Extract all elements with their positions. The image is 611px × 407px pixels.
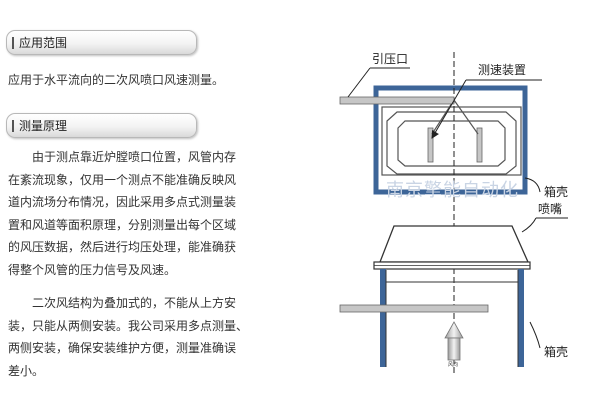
leader-pressure-port <box>347 67 371 98</box>
text-line: 置和风道等面积原理，分别测量出每个区域 <box>8 217 237 232</box>
text-line: 差小。 <box>8 363 45 378</box>
text-line: 道内流场分布情况，因此采用多点式测量装 <box>8 195 237 209</box>
principle-paragraph-2: 二次风结构为叠加式的，不能从上方安 装，只能从两侧安装。我公司采用多点测量、 两… <box>8 292 248 382</box>
text-line: 的风压数据，然后进行均压处理，能准确获 <box>8 240 237 254</box>
watermark: 南京擎能自动化 <box>386 180 519 201</box>
impulse-tube-left <box>431 99 455 135</box>
bottom-housing-left-wall <box>380 269 386 367</box>
label-housing-top: 箱壳 <box>544 184 568 199</box>
label-measuring-device: 测速装置 <box>478 63 526 77</box>
header-accent-bar <box>12 120 14 132</box>
probe-rod-left <box>427 127 434 163</box>
text-line: 装，只能从两侧安装。我公司采用多点测量、 <box>8 318 249 333</box>
impulse-tube-right <box>453 99 479 135</box>
leader-housing-bottom <box>529 321 541 349</box>
text-line: 由于测点靠近炉膛喷口位置，风管内存 <box>8 150 237 164</box>
text-line: 应用于水平流向的二次风喷口风速测量。 <box>8 73 225 87</box>
principle-paragraph-1: 由于测点靠近炉膛喷口位置，风管内存 在紊流现象，仅用一个测点不能准确反映风 道内… <box>8 146 236 281</box>
bottom-housing-right-wall <box>518 269 524 367</box>
section-title: 应用范围 <box>19 36 68 50</box>
label-housing-bottom: 箱壳 <box>544 344 568 359</box>
probe-rod-right <box>476 127 483 163</box>
text-line: 在紊流现象，仅用一个测点不能准确反映风 <box>8 172 237 187</box>
label-pressure-port: 引压口 <box>372 52 408 66</box>
nozzle-trapezoid <box>379 225 530 263</box>
text-line: 两侧安装，确保安装维护方便，测量准确误 <box>8 341 237 355</box>
pressure-pipe-side <box>339 304 489 313</box>
flow-arrow-head <box>444 321 464 339</box>
label-nozzle: 喷嘴 <box>538 202 562 216</box>
leader-housing-top <box>524 177 541 193</box>
flow-arrow-shaft <box>447 337 461 361</box>
text-line: 二次风结构为叠加式的，不能从上方安 <box>8 296 237 310</box>
application-paragraph: 应用于水平流向的二次风喷口风速测量。 <box>8 69 224 92</box>
installation-diagram: 南京擎能自动化 引压口 测速装置 箱壳 喷嘴 箱壳 风向 <box>339 52 568 374</box>
pressure-pipe-top <box>339 96 455 105</box>
leader-nozzle <box>521 217 537 233</box>
section-title: 测量原理 <box>19 119 68 133</box>
label-flow-direction: 风向 <box>448 361 458 368</box>
section-header-principle: 测量原理 <box>6 113 197 138</box>
header-accent-bar <box>12 37 14 49</box>
section-header-application: 应用范围 <box>6 30 197 55</box>
top-housing-box <box>373 85 528 195</box>
text-line: 得整个风管的压力信号及风速。 <box>8 262 177 277</box>
nozzle-inner-frame <box>397 120 506 167</box>
